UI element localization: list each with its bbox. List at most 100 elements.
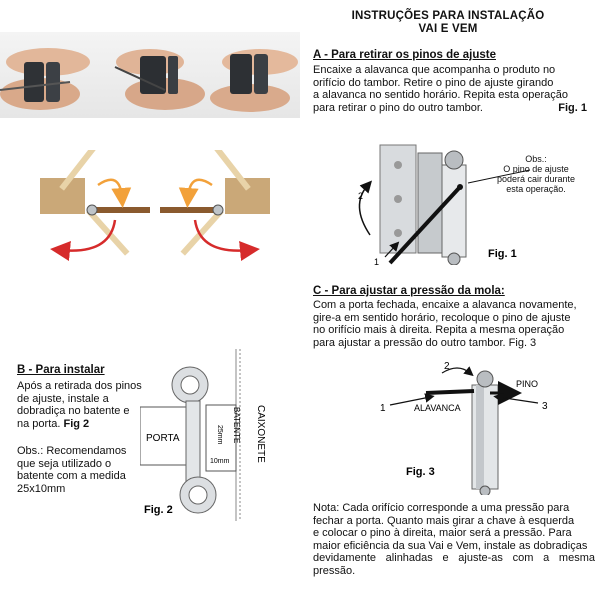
figure-3-pressure-adjust: 2 1 3 ALAVANCA PINO Fig. 3 xyxy=(380,361,548,495)
right-hinge-icon xyxy=(212,204,224,216)
fig2-caption: Fig. 2 xyxy=(144,504,173,516)
fig2-label-caixonete: CAIXONETE xyxy=(255,405,266,463)
fig2-dim-10: 10mm xyxy=(210,458,230,465)
section-a-line-1: Encaixe a alavanca que acompanha o produ… xyxy=(313,64,556,76)
section-b-text: Após a retirada dos pinos de ajuste, ins… xyxy=(17,380,147,430)
fig1-lever xyxy=(388,185,462,265)
photo-1 xyxy=(0,48,90,110)
fig1-screw-icon xyxy=(394,161,402,169)
door-swing-diagram xyxy=(40,150,270,261)
title-line-2: VAI E VEM xyxy=(418,23,478,35)
section-b-line-3: dobradiça no batente e xyxy=(17,405,130,418)
section-b-line-4: na porta. xyxy=(17,417,61,430)
fig1-screw-icon xyxy=(394,229,402,237)
fig1-cap-icon xyxy=(447,252,461,265)
photo-2 xyxy=(114,49,205,110)
section-b-obs-line-2: que seja utilizado o xyxy=(17,457,112,470)
section-c-heading: C - Para ajustar a pressão da mola: xyxy=(313,285,505,297)
fig2-batente xyxy=(205,404,237,472)
fig2-dim-25: 25mm xyxy=(216,425,223,445)
right-door-closed xyxy=(160,207,218,213)
section-b-line-2: de ajuste, instale a xyxy=(17,392,109,405)
fig1-rotate-arrow-icon xyxy=(358,180,373,236)
fig3-lever xyxy=(425,389,475,395)
fig3-arrow-3-icon xyxy=(493,392,539,404)
section-a-line-3: a alavanca no sentido horário. Repita es… xyxy=(313,89,569,102)
section-b-obs-line-3: batente com a medida xyxy=(17,470,126,483)
note-line-4: maior eficiência da sua Vai e Vem, insta… xyxy=(313,539,588,552)
red-arrow-right-icon xyxy=(193,219,260,261)
fig1-num-1: 1 xyxy=(374,257,379,265)
title-line-1: INSTRUÇÕES PARA INSTALAÇÃO xyxy=(351,10,545,22)
note-line-2: fechar a porta. Quanto mais girar a chav… xyxy=(313,514,575,527)
fig1-arrow-1-icon xyxy=(384,241,400,258)
section-a-line-2: orifício do tambor. Retire o pino de aju… xyxy=(313,76,554,89)
section-b-heading: B - Para instalar xyxy=(17,364,105,376)
fig3-bottom-cap-icon xyxy=(479,485,491,495)
red-arrow-left-icon xyxy=(50,219,117,261)
orange-arrow-left-icon xyxy=(97,178,132,208)
photo-strip xyxy=(0,32,300,118)
section-c-line-4: para ajustar a pressão do outro tambor. … xyxy=(313,336,537,349)
fig2-hinge-top-hole xyxy=(180,375,200,395)
fig3-arrow-1-icon xyxy=(389,393,435,406)
note-line-1: Nota: Cada orifício corresponde a uma pr… xyxy=(313,502,570,514)
fig3-label-pino: PINO xyxy=(516,379,538,389)
fig1-caption: Fig. 1 xyxy=(488,248,517,260)
section-a-text: Encaixe a alavanca que acompanha o produ… xyxy=(313,64,593,114)
fig2-label-batente: BATENTE xyxy=(232,407,241,443)
right-door-open-up xyxy=(210,150,251,191)
fig1-lever-tip-icon xyxy=(457,184,463,190)
fig1-obs-line-1: Obs.: xyxy=(525,154,547,164)
fig1-barrel-left xyxy=(417,152,443,254)
fig3-num-3: 3 xyxy=(542,401,548,412)
section-c-text: Com a porta fechada, encaixe a alavanca … xyxy=(313,299,598,349)
fig1-obs-line-2: O pino de ajuste xyxy=(503,164,569,174)
section-a-heading: A - Para retirar os pinos de ajuste xyxy=(313,49,496,61)
fig1-obs-leader xyxy=(467,169,531,184)
left-door-open-up xyxy=(59,150,100,191)
fig3-rotate-arrow-icon xyxy=(441,366,474,377)
fig3-num-1: 1 xyxy=(380,403,386,414)
section-b-line-4-row: na porta. Fig 2 xyxy=(17,418,147,431)
fig3-label-alavanca: ALAVANCA xyxy=(414,403,461,413)
section-b-obs-line-1: Obs.: Recomendamos xyxy=(17,445,127,457)
section-c-line-3: no orifício mais à direita. Repita a mes… xyxy=(313,324,565,337)
left-door-open-down xyxy=(86,208,130,256)
note: Nota: Cada orifício corresponde a uma pr… xyxy=(313,502,595,578)
fig2-porta xyxy=(140,406,189,466)
section-c-line-1: Com a porta fechada, encaixe a alavanca … xyxy=(313,299,577,311)
section-a-fig-ref: Fig. 1 xyxy=(558,101,587,114)
section-a-line-4: para retirar o pino do outro tambor. xyxy=(313,101,483,114)
fig3-barrel xyxy=(471,384,499,490)
section-b-obs: Obs.: Recomendamos que seja utilizado o … xyxy=(17,445,147,495)
right-door-open-down xyxy=(180,208,224,256)
orange-arrow-right-icon xyxy=(178,178,213,208)
page-title: INSTRUÇÕES PARA INSTALAÇÃO VAI E VEM xyxy=(318,10,578,36)
fig1-obs: Obs.: O pino de ajuste poderá cair duran… xyxy=(486,154,586,194)
fig1-cap-icon xyxy=(444,150,464,170)
left-door-closed xyxy=(92,207,150,213)
fig3-num-2: 2 xyxy=(444,361,450,372)
section-a-line-4-row: para retirar o pino do outro tambor. Fig… xyxy=(313,102,593,115)
note-line-5: devidamente alinhadas e ajuste-as com a … xyxy=(313,552,595,577)
fig2-label-porta: PORTA xyxy=(146,433,180,444)
left-hinge-icon xyxy=(86,204,98,216)
fig1-barrel-right xyxy=(441,164,467,258)
fig1-num-2: 2 xyxy=(358,191,363,201)
fig3-barrel-shade xyxy=(476,385,484,489)
fig1-screw-icon xyxy=(394,195,402,203)
fig2-hinge-bottom-hole xyxy=(188,485,208,505)
section-c-line-2: gire-a em sentido horário, recoloque o p… xyxy=(313,311,571,324)
fig1-obs-line-4: esta operação. xyxy=(506,184,566,194)
fig3-top-cap-icon xyxy=(476,370,494,388)
section-b-obs-line-4: 25x10mm xyxy=(17,482,66,495)
photo-illustrations xyxy=(0,48,298,112)
note-line-3: e colocar o pino à direita, maior será a… xyxy=(313,527,572,540)
fig3-caption: Fig. 3 xyxy=(406,466,435,478)
section-b-line-1: Após a retirada dos pinos xyxy=(17,380,142,392)
section-b-fig-ref: Fig 2 xyxy=(63,417,90,430)
figure-2-installation: CAIXONETE BATENTE 25mm 10mm PORTA Fig. 2 xyxy=(140,349,266,521)
figure-1-hinge-removal: 2 1 Fig. 1 xyxy=(358,144,531,265)
fig1-obs-line-3: poderá cair durante xyxy=(496,174,576,184)
